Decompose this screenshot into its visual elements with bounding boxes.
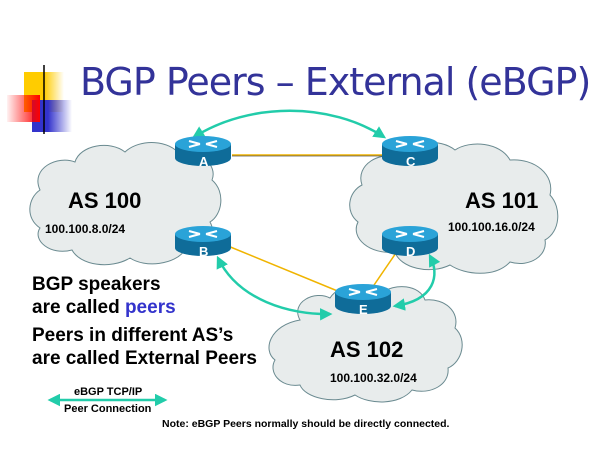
svg-text:B: B: [199, 244, 208, 259]
body-line-2: are called peers: [32, 297, 176, 319]
cloud-as100: [29, 142, 222, 266]
svg-text:C: C: [406, 154, 416, 169]
svg-text:A: A: [199, 154, 209, 169]
router-d[interactable]: D: [381, 225, 439, 259]
peer-connection-a-c: [191, 109, 387, 139]
svg-text:E: E: [359, 302, 368, 317]
as-100-label: AS 100: [68, 188, 142, 213]
body-line-3: Peers in different AS’s: [32, 325, 234, 346]
slide-title: BGP Peers – External (eBGP): [80, 60, 591, 104]
body-line-2-prefix: are called: [32, 297, 125, 318]
slide-decoration: [7, 65, 500, 134]
physical-link-b-e: [227, 245, 341, 293]
router-a[interactable]: A: [174, 135, 232, 169]
peer-connection-b-e: [216, 255, 333, 321]
physical-link-d-e: [371, 249, 399, 289]
router-e[interactable]: E: [334, 283, 392, 317]
as-101-network: 100.100.16.0/24: [448, 220, 535, 234]
body-line-2-accent: peers: [124, 297, 176, 318]
footnote: Note: eBGP Peers normally should be dire…: [162, 418, 450, 430]
router-b[interactable]: B: [174, 225, 232, 259]
body-line-1: BGP speakers: [32, 274, 161, 295]
router-c[interactable]: C: [381, 135, 439, 169]
legend-label-top: eBGP TCP/IP: [74, 386, 143, 398]
as-101-label: AS 101: [465, 188, 539, 213]
as-102-network: 100.100.32.0/24: [330, 371, 417, 385]
as-100-network: 100.100.8.0/24: [45, 222, 126, 236]
as-102-label: AS 102: [330, 337, 404, 362]
peer-connection-d-e: [392, 253, 441, 311]
legend-label-bottom: Peer Connection: [64, 403, 152, 415]
body-line-4: are called External Peers: [32, 348, 257, 369]
svg-text:D: D: [406, 244, 415, 259]
